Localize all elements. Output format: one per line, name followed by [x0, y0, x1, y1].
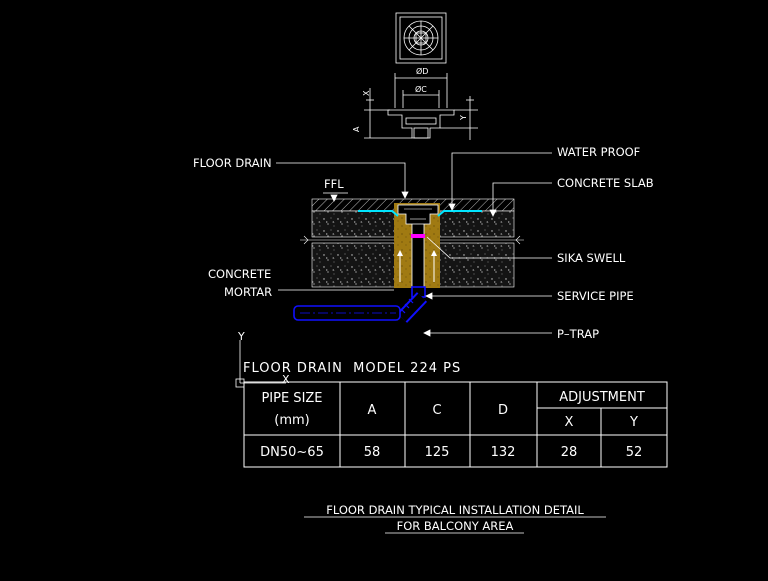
- caption-line1: FLOOR DRAIN TYPICAL INSTALLATION DETAIL: [326, 503, 584, 517]
- drain-section-dimension-view: [364, 73, 478, 140]
- water-proof-label: WATER PROOF: [557, 145, 640, 159]
- concrete-mortar-label-line1: CONCRETE: [208, 267, 271, 281]
- cell-pipe-size: DN50~65: [260, 445, 324, 460]
- floor-drain-label: FLOOR DRAIN: [193, 156, 272, 170]
- concrete-mortar-label-line2: MORTAR: [224, 285, 272, 299]
- cell-d: 132: [491, 445, 516, 460]
- header-c: C: [432, 403, 441, 418]
- spec-table: [243, 381, 668, 468]
- cell-a: 58: [364, 445, 381, 460]
- sika-swell-label: SIKA SWELL: [557, 251, 626, 265]
- header-x: X: [565, 415, 574, 430]
- header-pipe-size-line2: (mm): [274, 413, 309, 428]
- ucs-y-label: Y: [237, 330, 245, 343]
- header-pipe-size-line1: PIPE SIZE: [261, 391, 322, 406]
- drain-grate-plan-view: [395, 12, 447, 64]
- service-pipe-ptrap: [293, 286, 428, 323]
- ucs-x-label: X: [282, 373, 290, 386]
- table-title: FLOOR DRAIN MODEL 224 PS: [243, 361, 461, 376]
- cell-y: 52: [626, 445, 643, 460]
- cell-x: 28: [561, 445, 578, 460]
- header-y: Y: [629, 415, 638, 430]
- header-adjustment: ADJUSTMENT: [559, 390, 645, 405]
- waterproof-membrane: [358, 210, 482, 217]
- dim-od-label: ØD: [416, 66, 428, 76]
- caption-line2: FOR BALCONY AREA: [397, 519, 514, 533]
- service-pipe-label: SERVICE PIPE: [557, 289, 634, 303]
- ffl-label: FFL: [324, 177, 344, 191]
- sika-swell-ring: [411, 234, 425, 238]
- dim-oc-label: ØC: [415, 84, 427, 94]
- concrete-slab-label: CONCRETE SLAB: [557, 176, 654, 190]
- dim-a-label: A: [352, 126, 361, 132]
- p-trap-label: P–TRAP: [557, 327, 599, 341]
- slab-section: [300, 198, 524, 289]
- dim-x-label: X: [362, 90, 371, 96]
- cell-c: 125: [425, 445, 450, 460]
- header-d: D: [498, 403, 508, 418]
- dim-y-label: Y: [459, 115, 468, 121]
- leader-lines: [276, 152, 552, 337]
- header-a: A: [368, 403, 377, 418]
